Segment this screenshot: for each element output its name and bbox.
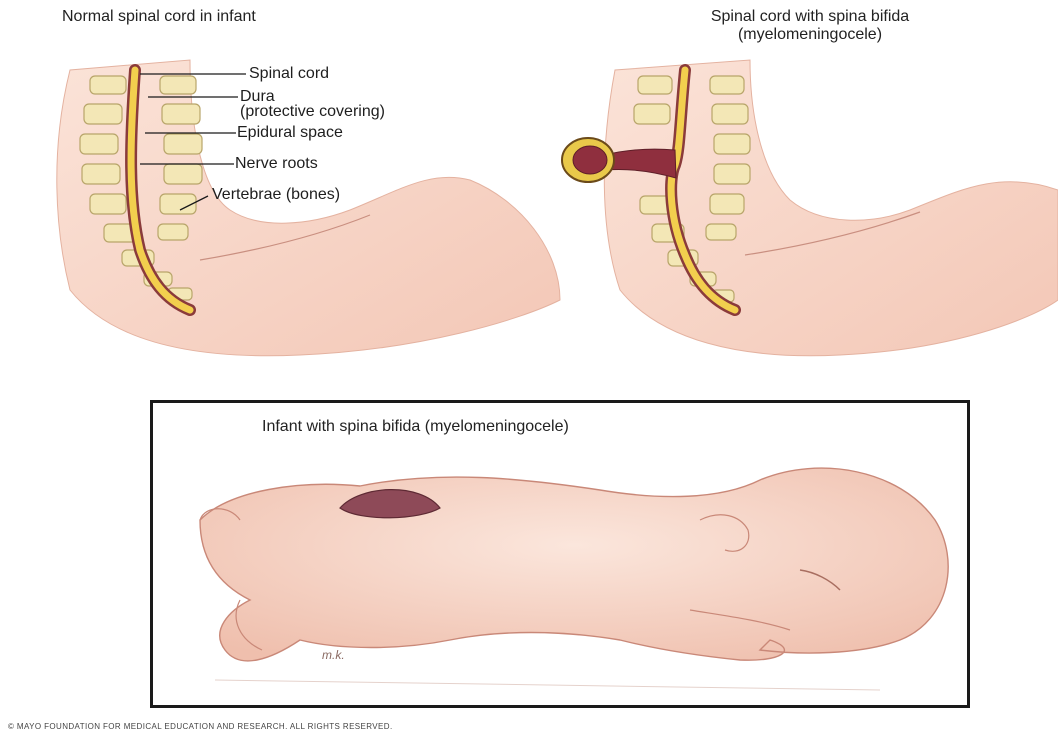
artist-signature: m.k. xyxy=(322,646,345,664)
callout-nerve-roots: Nerve roots xyxy=(235,156,318,172)
callout-epidural-space: Epidural space xyxy=(237,125,343,141)
spina-bifida-title-line1: Spinal cord with spina bifida xyxy=(640,8,980,26)
infant-panel-title: Infant with spina bifida (myelomeningoce… xyxy=(262,418,569,436)
spina-bifida-panel-title: Spinal cord with spina bifida (myelomeni… xyxy=(640,8,980,44)
callout-vertebrae: Vertebrae (bones) xyxy=(212,187,340,203)
callout-dura-desc: (protective covering) xyxy=(240,104,385,120)
callout-spinal-cord: Spinal cord xyxy=(249,66,329,82)
spina-bifida-back-diagram xyxy=(562,60,1058,356)
normal-panel-title: Normal spinal cord in infant xyxy=(62,8,256,26)
copyright-notice: © MAYO FOUNDATION FOR MEDICAL EDUCATION … xyxy=(8,722,393,731)
infant-panel-frame xyxy=(150,400,970,708)
spina-bifida-title-line2: (myelomeningocele) xyxy=(640,26,980,44)
